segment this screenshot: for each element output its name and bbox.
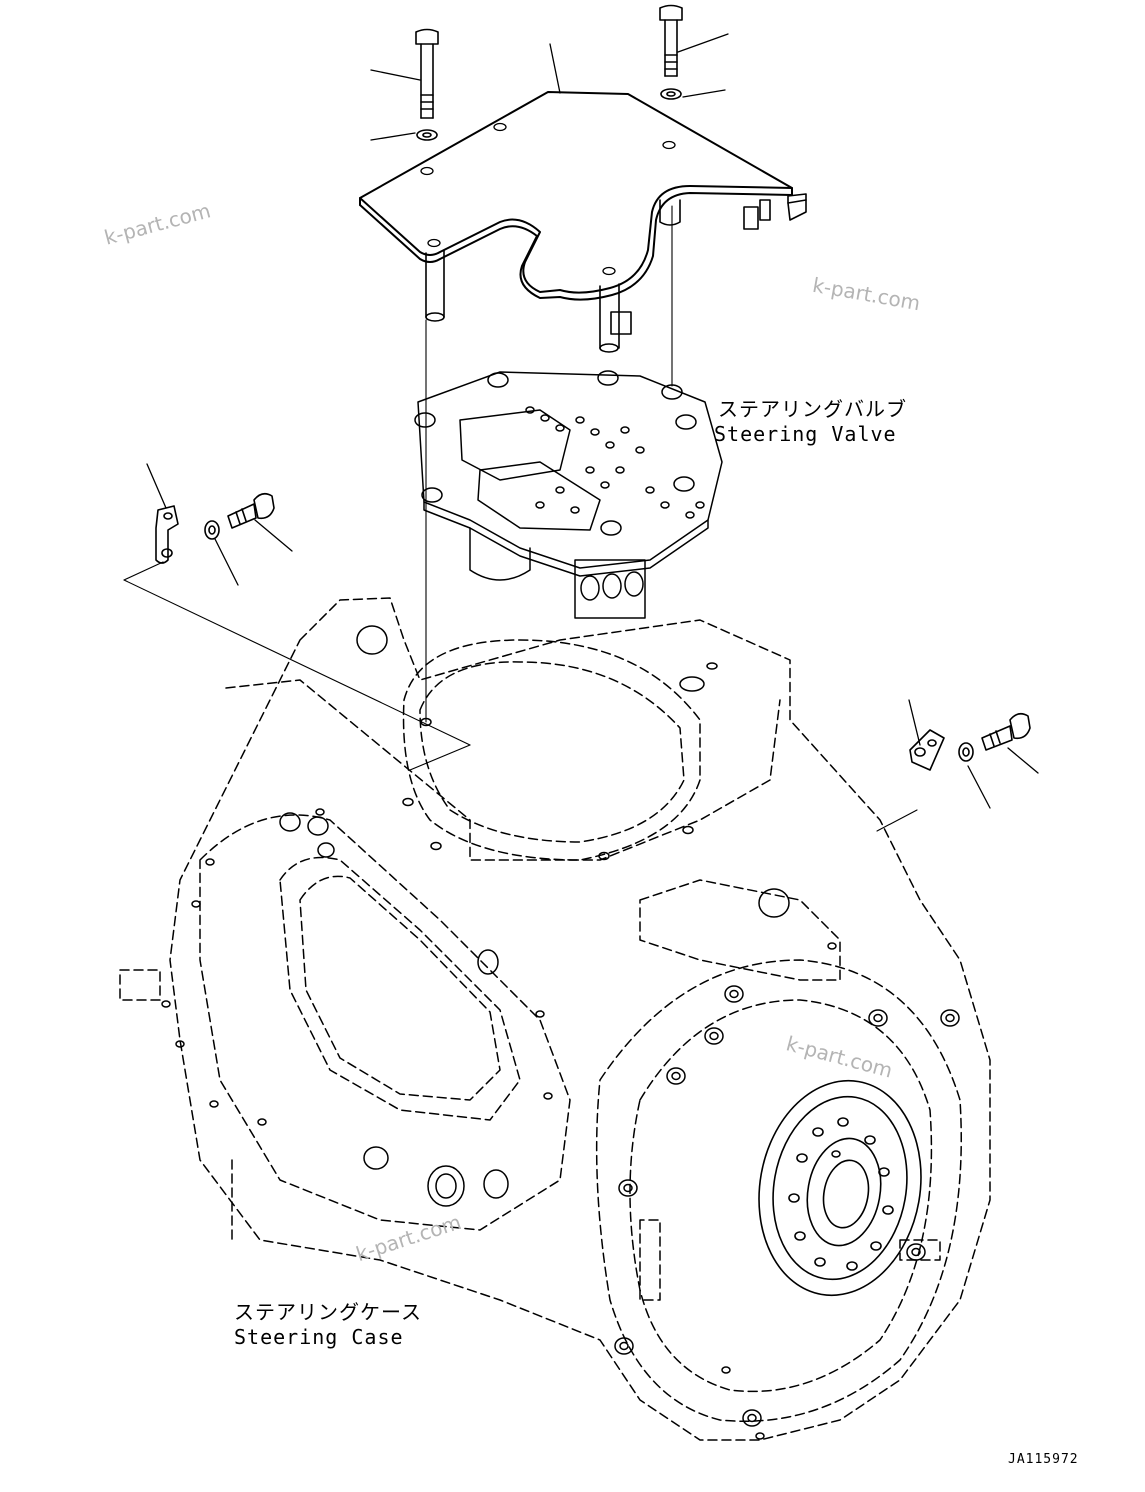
cover-plate-holes — [420, 122, 676, 276]
steering-valve-body — [414, 370, 723, 619]
output-flange — [758, 1079, 922, 1297]
valve-cover-plate — [359, 91, 793, 301]
cover-clips — [610, 193, 807, 335]
alignment-lines — [123, 205, 918, 832]
left-bolt — [227, 492, 275, 529]
cover-bolt-right — [659, 4, 683, 77]
callout-leaders — [146, 33, 1039, 809]
right-bolt — [981, 712, 1031, 751]
steering-valve-label-jp: ステアリングバルブ — [718, 397, 907, 421]
left-bracket — [155, 505, 179, 564]
steering-case-label-jp: ステアリングケース — [234, 1300, 422, 1324]
cover-standoffs — [425, 199, 681, 353]
case-bolt-bosses — [614, 985, 960, 1427]
cover-bolt-left — [415, 28, 439, 119]
steering-case-outline — [119, 597, 991, 1441]
right-bracket — [909, 729, 945, 771]
cover-washers — [416, 88, 682, 141]
steering-case-label-en: Steering Case — [234, 1325, 404, 1349]
steering-valve-label-en: Steering Valve — [714, 422, 897, 446]
left-washer — [204, 520, 220, 540]
document-id: JA115972 — [1008, 1452, 1079, 1467]
right-washer — [958, 742, 974, 762]
steering-case-features — [161, 625, 841, 1440]
